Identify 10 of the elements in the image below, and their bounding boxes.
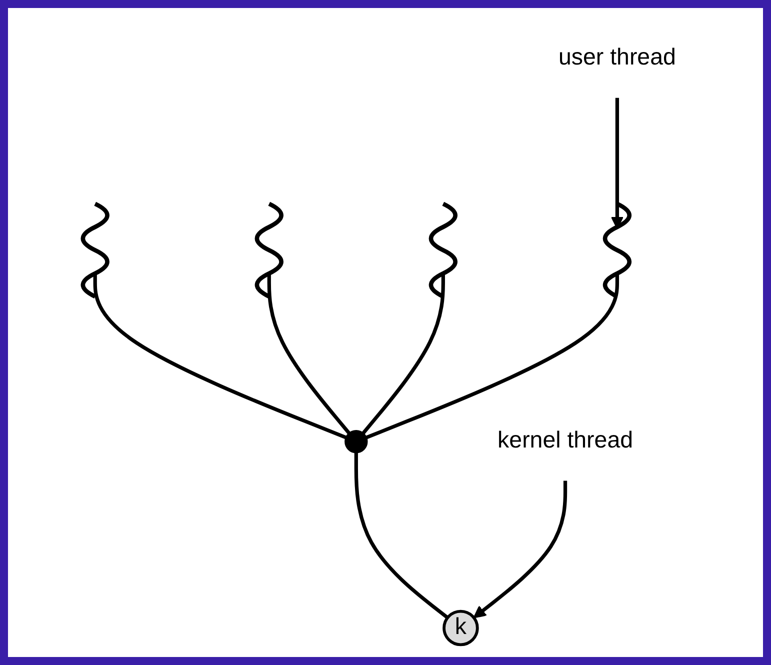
wavy-line-icon: [602, 202, 632, 299]
kernel-thread-circle: k: [442, 610, 479, 646]
connector-line: [354, 452, 449, 620]
junction-dot: [344, 430, 368, 454]
wavy-line-icon: [428, 202, 458, 299]
text-label: user thread: [558, 46, 676, 70]
wavy-line-icon: [80, 202, 110, 299]
wavy-line-icon: [254, 202, 284, 299]
text-label: kernel thread: [498, 428, 633, 454]
arrow: [473, 480, 568, 618]
